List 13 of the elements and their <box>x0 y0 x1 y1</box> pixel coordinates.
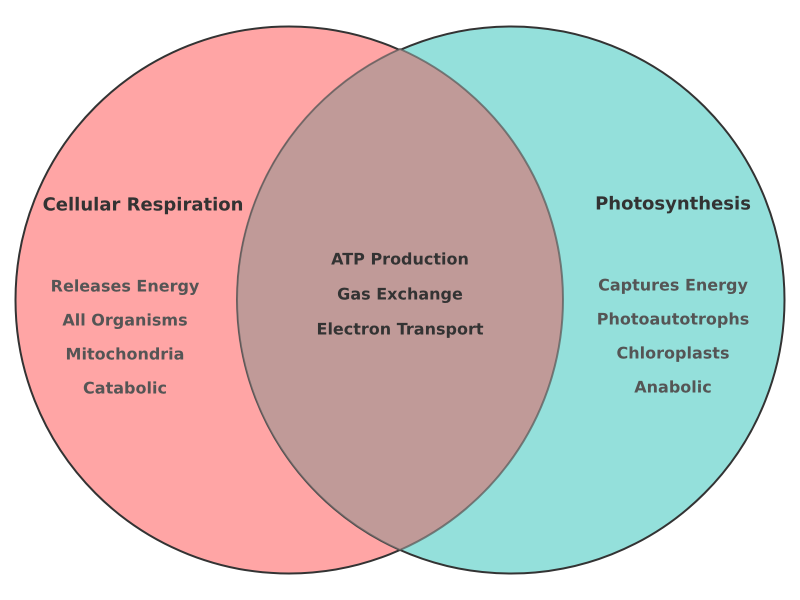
trait-label: Mitochondria <box>66 344 184 364</box>
shared-trait: ATP Production <box>331 249 469 268</box>
trait-label: Releases Energy <box>50 276 200 296</box>
trait-label: Anabolic <box>634 378 712 396</box>
trait-label: All Organisms <box>62 310 188 330</box>
shared-trait: Electron Transport <box>316 319 484 338</box>
set-title: Photosynthesis <box>595 194 751 214</box>
shared-trait: Gas Exchange <box>337 284 463 304</box>
set-title: Cellular Respiration <box>42 194 244 216</box>
trait-label: Photoautotrophs <box>596 310 750 328</box>
trait-label: Chloroplasts <box>616 344 730 362</box>
trait-label: Captures Energy <box>598 276 748 294</box>
trait-label: Catabolic <box>83 378 167 398</box>
